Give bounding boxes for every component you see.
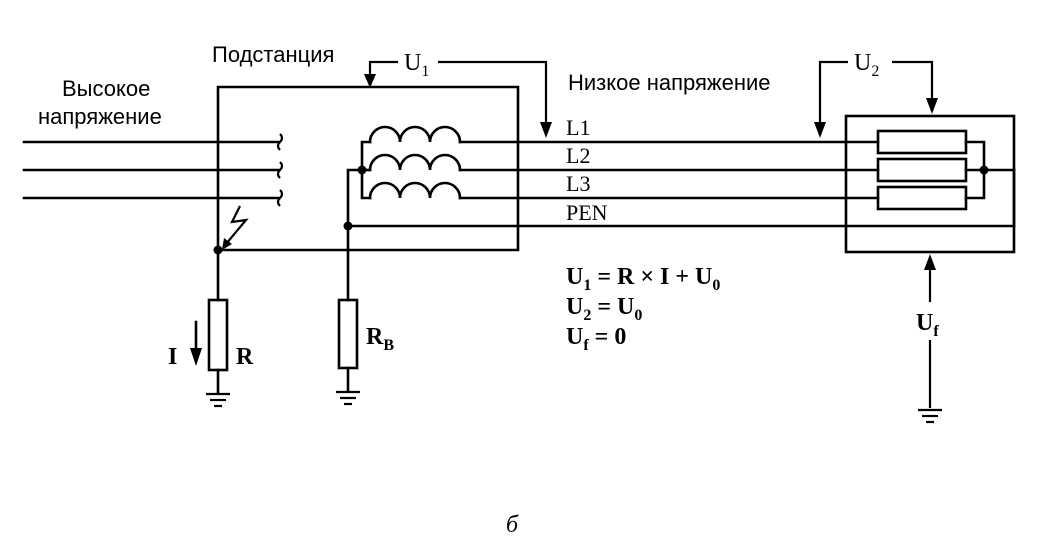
figure-letter: б [506,512,519,538]
substation-grounding [206,245,230,408]
substation-label: Подстанция [212,42,334,67]
high-voltage-lines [22,133,284,207]
consumer-equipment [844,114,1016,254]
low-voltage-label: Низкое напряжение [568,70,771,95]
pen-label: PEN [566,200,608,225]
resistor-r-label: R [236,344,254,370]
u1-arrows [364,60,552,138]
u2-label: U2 [854,50,879,80]
resistor-rb-label: RB [366,324,394,354]
current-label: I [168,344,177,370]
uf-label: Uf [916,310,939,340]
l2-label: L2 [566,143,590,168]
high-voltage-label-1: Высокое [62,76,150,101]
u1-label: U1 [404,50,429,80]
l1-label: L1 [566,115,590,140]
substation-box [216,85,520,252]
equation-u2: U2 = U0 [566,294,642,324]
l3-label: L3 [566,171,590,196]
equation-uf: Uf = 0 [566,324,626,354]
u2-arrows [814,60,938,138]
high-voltage-label-2: напряжение [38,104,162,129]
uf-arrows [918,254,942,424]
equation-u1: U1 = R × I + U0 [566,264,720,294]
fault-symbol [222,205,249,250]
current-arrow [190,320,202,366]
transformer-windings [343,125,462,302]
neutral-grounding [336,298,360,406]
low-voltage-lines [346,140,1016,228]
